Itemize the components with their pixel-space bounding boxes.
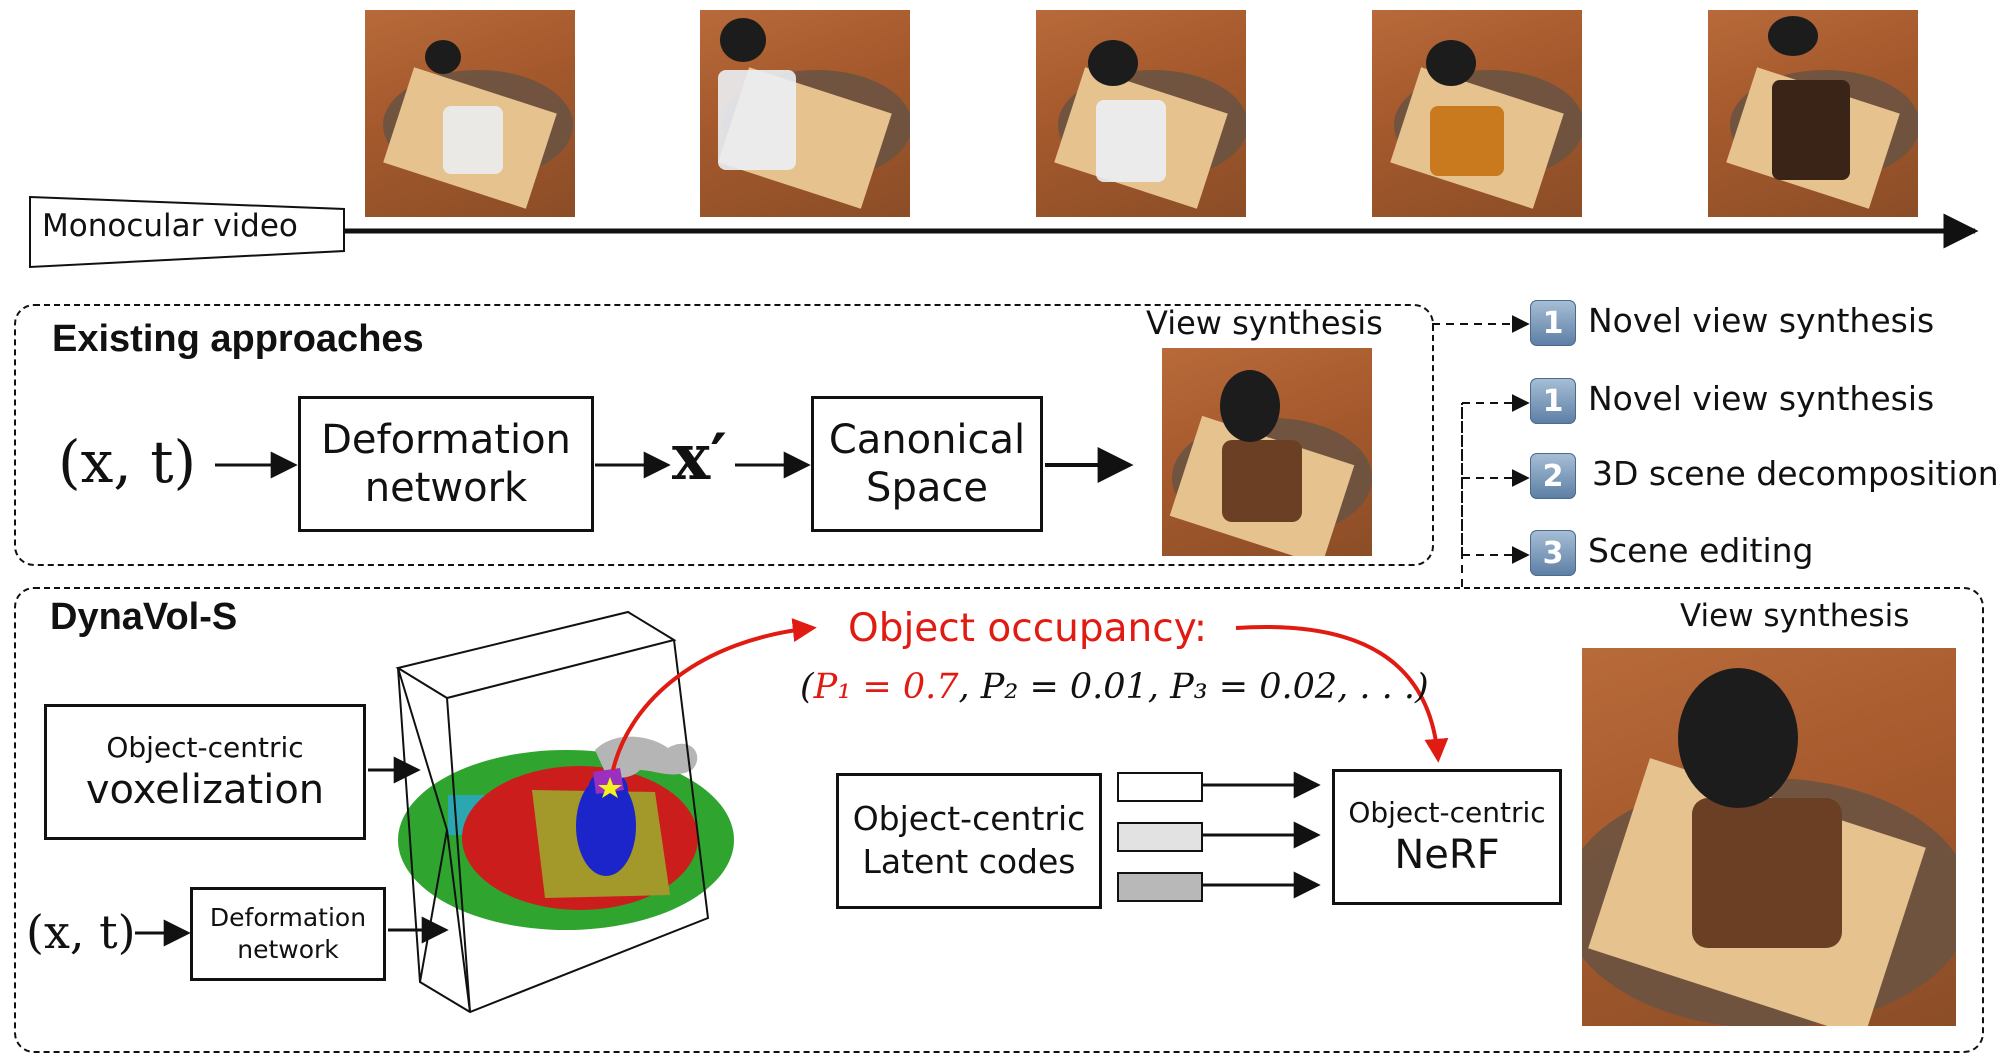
occupancy-arrow-right [1235, 625, 1449, 763]
task-badge-1: 1 [1530, 378, 1576, 424]
dynavol-deformation-box: Deformation network [190, 887, 386, 981]
dynavol-title: DynaVol-S [50, 596, 238, 638]
dynavol-input-formula: (x, t) [26, 905, 136, 959]
existing-view-synthesis-image [1162, 348, 1372, 556]
task-badge-existing-1: 1 [1530, 300, 1576, 346]
video-frame-3 [1036, 10, 1246, 217]
dynavol-region [14, 587, 1984, 1053]
task-novel-view-synthesis: Novel view synthesis [1588, 379, 1935, 418]
latent-code-3 [1117, 872, 1203, 902]
timeline-label-shape [29, 195, 345, 269]
voxelization-box: Object-centric voxelization [44, 704, 366, 840]
existing-input-formula: (x, t) [58, 428, 197, 496]
existing-view-synthesis-label: View synthesis [1146, 304, 1383, 342]
video-frame-4 [1372, 10, 1582, 217]
voxel-cube-illustration [395, 610, 734, 1014]
object-occupancy-title: Object occupancy: [848, 606, 1208, 651]
video-frame-1 [365, 10, 575, 217]
existing-approaches-region [14, 304, 1434, 566]
timeline-label: Monocular video [42, 208, 298, 244]
video-frame-2 [700, 10, 910, 217]
occupancy-arrow-left [611, 618, 817, 771]
latent-code-1 [1117, 772, 1203, 802]
x-prime-symbol: x′ [672, 420, 728, 495]
existing-approaches-title: Existing approaches [52, 318, 424, 360]
task-existing-novel-view: Novel view synthesis [1588, 301, 1935, 340]
video-frame-5 [1708, 10, 1918, 217]
nerf-box: Object-centric NeRF [1332, 769, 1562, 905]
task-badge-2: 2 [1530, 453, 1576, 499]
dynavol-view-synthesis-image [1582, 648, 1956, 1026]
task-3d-scene-decomposition: 3D scene decomposition [1592, 454, 1998, 493]
task-badge-3: 3 [1530, 530, 1576, 576]
task-scene-editing: Scene editing [1588, 531, 1814, 570]
canonical-space-box: Canonical Space [811, 396, 1043, 532]
latent-codes-box: Object-centric Latent codes [836, 773, 1102, 909]
dynavol-view-synthesis-label: View synthesis [1680, 598, 1910, 634]
existing-deformation-box: Deformation network [298, 396, 594, 532]
object-occupancy-formula: (P₁ = 0.7, P₂ = 0.01, P₃ = 0.02, . . .) [800, 667, 1429, 707]
latent-code-2 [1117, 822, 1203, 852]
